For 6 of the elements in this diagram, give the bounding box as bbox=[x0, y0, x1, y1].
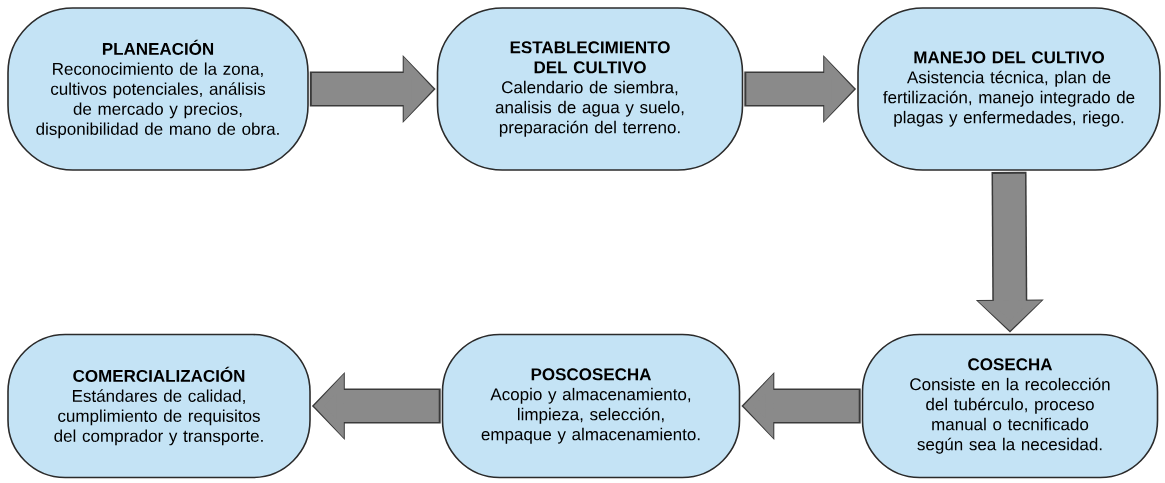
process-box: MANEJO DEL CULTIVO Asistencia técnica, plan de fertilización, manejo integrado de plagas y enfermedades, riego. bbox=[857, 7, 1161, 171]
process-box: COMERCIALIZACIÓN Estándares de calidad, cumplimiento de requisitos del comprador y transporte. bbox=[7, 333, 311, 479]
process-box: POSCOSECHA Acopio y almacenamiento, limpieza, selección, empaque y almacenamiento. bbox=[441, 333, 741, 479]
process-box: PLANEACIÓN Reconocimiento de la zona, cultivos potenciales, análisis de mercado y precios, disponibilidad de mano de obra. bbox=[7, 7, 309, 171]
process-box: COSECHA Consiste en la recolección del tubérculo, proceso manual o tecnificado según sea la necesidad. bbox=[861, 333, 1159, 479]
process-box: ESTABLECIMIENTO DEL CULTIVO Calendario de siembra, analisis de agua y suelo, preparación del terreno. bbox=[436, 7, 744, 171]
